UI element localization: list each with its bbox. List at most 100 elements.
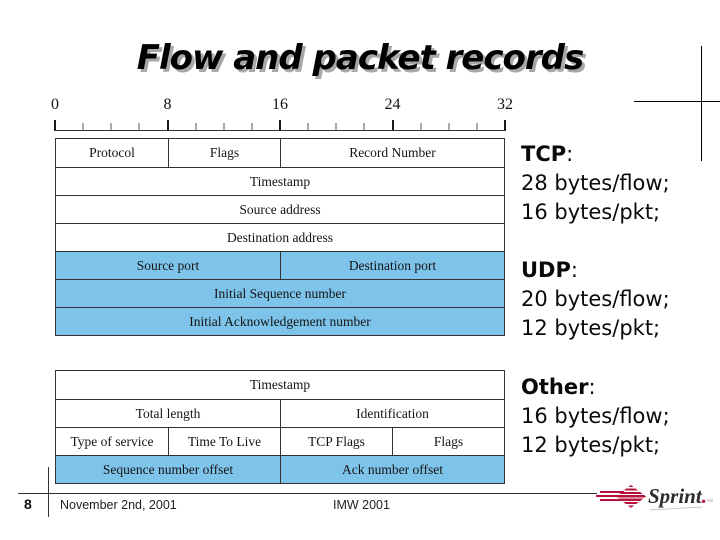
field-label: Time To Live bbox=[187, 433, 262, 449]
field-label: Initial Sequence number bbox=[214, 285, 346, 301]
field-cell: Timestamp bbox=[56, 371, 504, 399]
field-cell: Sequence number offset bbox=[56, 456, 280, 483]
sprint-wordmark: Sprint bbox=[648, 484, 702, 508]
template-crosshair-horizontal-line bbox=[634, 101, 720, 102]
sprint-speedline-icon bbox=[600, 499, 624, 501]
field-label: Sequence number offset bbox=[102, 461, 234, 477]
annotation-tcp: TCP:28 bytes/flow;16 bytes/pkt; bbox=[521, 140, 670, 227]
field-cell: Identification bbox=[280, 400, 504, 427]
field-label: Type of service bbox=[70, 433, 154, 449]
annotation-heading-colon: : bbox=[588, 375, 596, 399]
footer-divider-line bbox=[18, 493, 597, 494]
ruler-tick-icon bbox=[223, 123, 225, 131]
record-row: Type of service Time To Live TCP Flags Flag… bbox=[56, 427, 504, 455]
field-label: Initial Acknowledgement number bbox=[189, 313, 371, 329]
bit-ruler: 0 8 16 24 32 bbox=[51, 96, 513, 138]
field-label: Destination address bbox=[226, 229, 334, 245]
ruler-tick-icon bbox=[195, 123, 197, 131]
ruler-label: 24 bbox=[384, 96, 401, 113]
ruler-tick-icon bbox=[166, 120, 169, 131]
ruler-tick-icon bbox=[476, 123, 478, 131]
annotation-line: 28 bytes/flow; bbox=[521, 171, 670, 195]
annotation-udp: UDP:20 bytes/flow;12 bytes/pkt; bbox=[521, 256, 670, 343]
ruler-tick-icon bbox=[251, 123, 253, 131]
ruler-tick-icon bbox=[335, 123, 337, 131]
field-label: Timestamp bbox=[249, 377, 311, 392]
bit-ruler-baseline bbox=[55, 130, 505, 131]
page-title: Flow and packet records bbox=[136, 38, 584, 78]
bit-ruler-ticks bbox=[54, 96, 506, 131]
sprint-logo-text: Sprint. bbox=[648, 484, 707, 509]
field-cell: Record Number bbox=[280, 139, 504, 167]
field-label: Flags bbox=[209, 145, 240, 160]
ruler-tick-icon bbox=[54, 120, 56, 131]
sprint-speedline-icon bbox=[600, 491, 624, 493]
annotation-line: 12 bytes/pkt; bbox=[521, 316, 661, 340]
ruler-tick-icon bbox=[82, 123, 84, 131]
sprint-diamond-icon bbox=[616, 485, 646, 508]
annotation-heading: TCP: bbox=[521, 140, 670, 169]
field-cell: Ack number offset bbox=[280, 456, 504, 483]
field-cell: Destination port bbox=[280, 252, 504, 279]
page-number: 8 bbox=[24, 496, 32, 512]
ruler-label: 16 bbox=[272, 96, 288, 113]
sprint-speedline-icon bbox=[596, 495, 626, 497]
ruler-tick-icon bbox=[138, 123, 140, 131]
annotation-line: 16 bytes/pkt; bbox=[521, 200, 661, 224]
field-label: Destination port bbox=[348, 257, 437, 273]
record-row: Timestamp bbox=[56, 167, 504, 195]
footer-venue: IMW 2001 bbox=[333, 498, 390, 512]
field-cell: Flags bbox=[392, 428, 504, 455]
ruler-tick-icon bbox=[279, 120, 281, 131]
ruler-tick-icon bbox=[448, 123, 450, 131]
field-cell: Time To Live bbox=[168, 428, 280, 455]
annotation-heading: UDP: bbox=[521, 256, 670, 285]
record-row: Source port Destination port bbox=[56, 251, 504, 279]
annotation-other: Other:16 bytes/flow;12 bytes/pkt; bbox=[521, 373, 670, 460]
field-label: TCP Flags bbox=[308, 433, 365, 449]
field-cell: Source port bbox=[56, 252, 280, 279]
annotation-protocol-name: TCP bbox=[521, 142, 567, 166]
footer-crosshair-vertical-line bbox=[48, 467, 49, 517]
annotation-protocol-name: Other bbox=[521, 375, 589, 399]
field-label: Total length bbox=[135, 405, 201, 421]
ruler-label: 32 bbox=[497, 96, 513, 113]
field-label: Record Number bbox=[349, 145, 436, 160]
sprint-logo-period: . bbox=[701, 484, 707, 508]
annotation-line: 12 bytes/pkt; bbox=[521, 433, 661, 457]
annotation-heading: Other: bbox=[521, 373, 670, 402]
field-cell: Flags bbox=[168, 139, 280, 167]
ruler-label: 8 bbox=[163, 96, 172, 113]
field-cell: Initial Sequence number bbox=[56, 280, 504, 307]
field-label: Protocol bbox=[89, 145, 135, 160]
ruler-tick-icon bbox=[110, 123, 112, 131]
record-row: Destination address bbox=[56, 223, 504, 251]
field-label: Source address bbox=[239, 201, 321, 217]
field-label: Ack number offset bbox=[342, 461, 443, 477]
record-row: Sequence number offset Ack number offset bbox=[56, 455, 504, 483]
ruler-tick-icon bbox=[391, 120, 394, 131]
record-row: Timestamp bbox=[56, 371, 504, 399]
field-cell: Initial Acknowledgement number bbox=[56, 308, 504, 335]
field-cell: Timestamp bbox=[56, 168, 504, 195]
ruler-label: 0 bbox=[51, 96, 59, 113]
field-label: Identification bbox=[356, 405, 429, 421]
record-row: Source address bbox=[56, 195, 504, 223]
field-cell: TCP Flags bbox=[280, 428, 392, 455]
ruler-tick-icon bbox=[307, 123, 309, 131]
annotation-heading-colon: : bbox=[566, 142, 574, 166]
trademark-symbol: ™ bbox=[706, 499, 713, 506]
sprint-logo: Sprint. ™ bbox=[588, 481, 718, 517]
ruler-tick-icon bbox=[504, 120, 506, 131]
field-label: Flags bbox=[433, 433, 464, 449]
annotation-protocol-name: UDP bbox=[521, 258, 571, 282]
field-cell: Total length bbox=[56, 400, 280, 427]
record-row: Initial Sequence number bbox=[56, 279, 504, 307]
record-row: Total length Identification bbox=[56, 399, 504, 427]
ruler-tick-icon bbox=[363, 123, 365, 131]
field-cell: Source address bbox=[56, 196, 504, 223]
field-cell: Destination address bbox=[56, 224, 504, 251]
